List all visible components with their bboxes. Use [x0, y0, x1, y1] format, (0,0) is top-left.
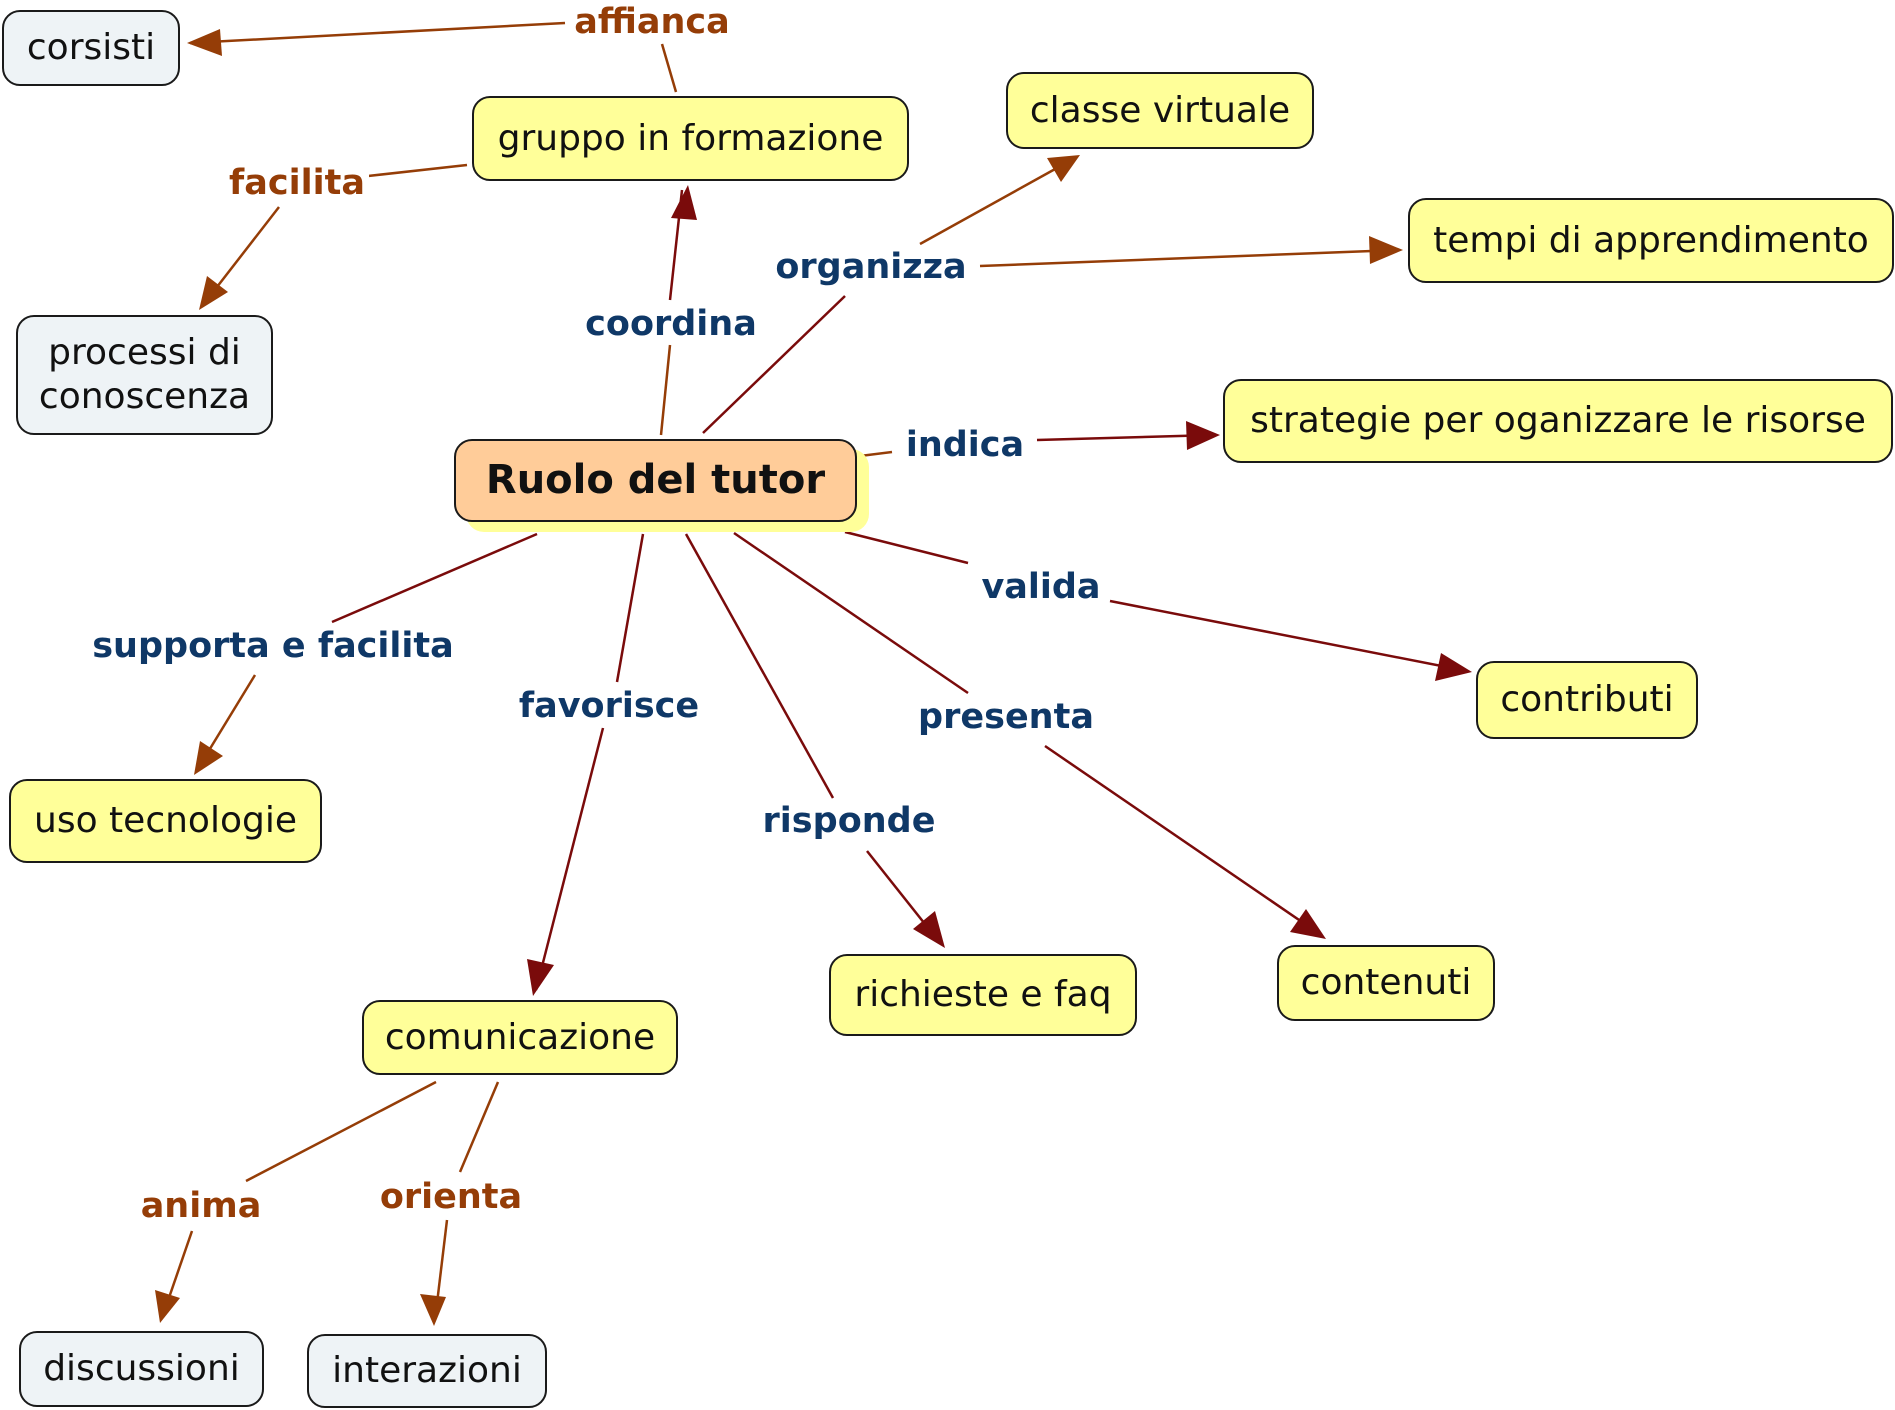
edge-valida-in: [844, 530, 969, 565]
link-label-orienta: orienta: [375, 1178, 527, 1217]
arrowhead-classe: [1047, 155, 1080, 182]
edge-organizza-in: [702, 295, 846, 434]
link-label-facilita: facilita: [225, 164, 369, 203]
arrowhead-interazioni: [420, 1294, 446, 1326]
arrowhead-processi: [199, 276, 228, 310]
link-label-anima: anima: [136, 1187, 266, 1226]
node-comunicazione[interactable]: comunicazione: [362, 1000, 678, 1075]
arrowhead-corsisti: [187, 29, 222, 56]
edge-valida-out: [1109, 599, 1468, 673]
node-label: discussioni: [43, 1348, 240, 1390]
node-label: interazioni: [332, 1350, 522, 1392]
edge-indica-out: [1036, 433, 1216, 442]
node-interazioni[interactable]: interazioni: [307, 1334, 547, 1408]
edge-favorisce-out: [534, 727, 605, 991]
node-uso-tecnologie[interactable]: uso tecnologie: [9, 779, 322, 863]
link-label-coordina: coordina: [581, 305, 761, 344]
arrowhead-uso: [194, 741, 223, 775]
node-label: strategie per oganizzare le risorse: [1250, 400, 1866, 442]
edge-organizza-out-1: [919, 156, 1076, 246]
node-label: comunicazione: [384, 1016, 656, 1058]
link-label-valida: valida: [977, 568, 1105, 607]
link-label-favorisce: favorisce: [514, 687, 704, 726]
node-label: uso tecnologie: [34, 800, 297, 842]
node-label: classe virtuale: [1029, 89, 1291, 131]
edge-orienta-in: [458, 1081, 500, 1173]
edge-risponde-in: [684, 533, 835, 799]
node-label: processi di conoscenza: [38, 332, 251, 417]
node-tempi-di-apprendimento[interactable]: tempi di apprendimento: [1408, 198, 1894, 283]
node-contenuti[interactable]: contenuti: [1277, 945, 1495, 1021]
edge-presenta-in: [733, 531, 969, 695]
edge-indica-in: [859, 450, 893, 458]
edge-favorisce-in: [615, 533, 645, 683]
link-label-affianca: affianca: [570, 3, 734, 42]
edge-affianca-in: [660, 43, 678, 93]
node-ruolo-del-tutor[interactable]: Ruolo del tutor: [454, 439, 857, 522]
arrowhead-contenuti: [1290, 909, 1326, 939]
link-label-risponde: risponde: [758, 802, 940, 841]
edge-affianca-out: [189, 21, 566, 45]
edge-presenta-out: [1044, 744, 1322, 937]
arrowhead-gruppo: [671, 185, 697, 220]
node-label: corsisti: [26, 27, 156, 69]
node-discussioni[interactable]: discussioni: [19, 1331, 264, 1407]
edge-organizza-out-2: [979, 248, 1399, 268]
edge-coordina-in: [659, 344, 672, 436]
node-label: richieste e faq: [854, 974, 1112, 1016]
node-corsisti[interactable]: corsisti: [2, 10, 180, 86]
link-label-presenta: presenta: [914, 698, 1098, 737]
arrowhead-comunicazione: [527, 959, 554, 996]
node-classe-virtuale[interactable]: classe virtuale: [1006, 72, 1314, 149]
edge-anima-in: [245, 1080, 437, 1183]
arrowhead-strategie: [1186, 421, 1220, 450]
node-label: gruppo in formazione: [497, 117, 884, 159]
node-richieste-e-faq[interactable]: richieste e faq: [829, 954, 1137, 1036]
arrowhead-contributi: [1435, 653, 1472, 681]
link-label-supporta-e-facilita: supporta e facilita: [88, 627, 458, 666]
edge-supporta-in: [331, 532, 538, 624]
node-gruppo-in-formazione[interactable]: gruppo in formazione: [472, 96, 909, 181]
node-strategie[interactable]: strategie per oganizzare le risorse: [1223, 379, 1893, 463]
node-contributi[interactable]: contributi: [1476, 661, 1698, 739]
link-label-indica: indica: [901, 426, 1029, 465]
node-label: contributi: [1500, 679, 1674, 721]
arrowhead-richieste: [913, 911, 945, 948]
arrowhead-tempi: [1369, 236, 1403, 264]
node-label: tempi di apprendimento: [1433, 219, 1869, 261]
node-label: Ruolo del tutor: [485, 457, 826, 504]
arrowhead-discussioni: [155, 1290, 180, 1323]
node-processi-di-conoscenza[interactable]: processi di conoscenza: [16, 315, 273, 435]
node-label: contenuti: [1300, 962, 1472, 1004]
link-label-organizza: organizza: [771, 248, 971, 287]
edge-facilita-in: [367, 163, 468, 178]
